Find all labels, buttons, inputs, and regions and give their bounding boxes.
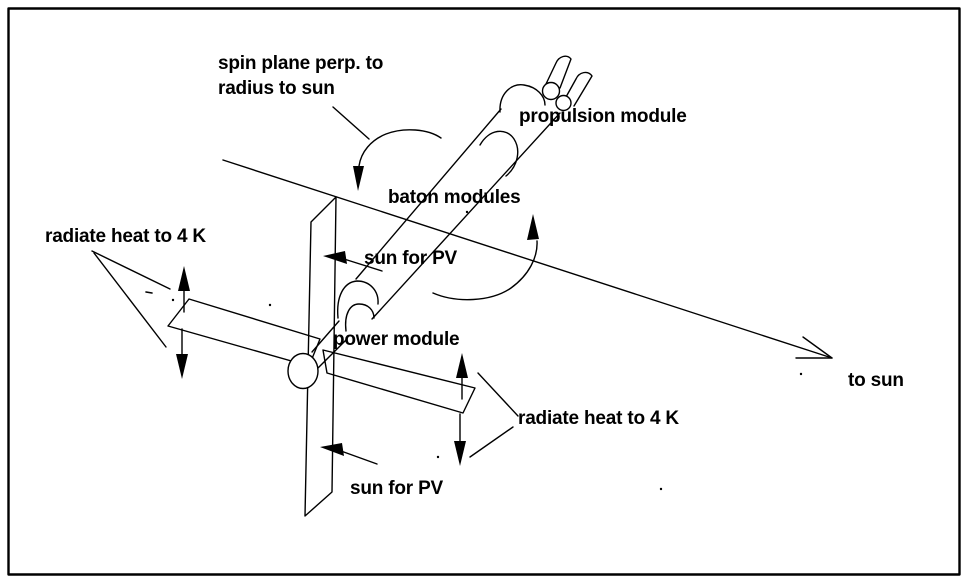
propulsion-module-label: propulsion module <box>519 106 687 127</box>
spin-arrowhead-up <box>527 214 539 240</box>
radiate-right-leader-lines <box>469 372 519 458</box>
sun-for-pv-label-top: sun for PV <box>364 248 458 269</box>
radiate-left-leader-lines <box>91 250 171 348</box>
power-module-label: power module <box>333 329 460 350</box>
propulsion-dome <box>499 84 546 113</box>
heat-arrowhead-up-right <box>456 353 468 378</box>
to-sun-label: to sun <box>848 370 904 391</box>
baton-cylinder <box>337 108 561 332</box>
solar-panel-vertical <box>304 196 337 517</box>
sun-for-pv-arrow-bottom <box>320 443 378 465</box>
spin-label-leader-line <box>332 106 370 140</box>
to-sun-arrowhead <box>795 336 833 359</box>
stray-marks <box>145 210 803 491</box>
heat-arrowhead-up-left <box>178 266 190 291</box>
baton-modules-label: baton modules <box>388 187 521 208</box>
spin-arrowhead-down <box>353 166 364 191</box>
thruster-cone-left <box>545 55 572 89</box>
sun-arrowhead-top <box>323 251 347 264</box>
baton-end-arc-outer <box>337 280 379 319</box>
heat-arrows-right <box>454 353 468 466</box>
module-joint-arc <box>479 130 519 177</box>
heat-arrowhead-down-left <box>176 354 188 379</box>
spin-arrow-top <box>332 106 442 191</box>
radiator-panel-right <box>322 349 476 414</box>
radiate-heat-label-left: radiate heat to 4 K <box>45 226 206 247</box>
baton-end-arc-inner <box>344 303 375 332</box>
radius-to-sun-line <box>222 159 833 359</box>
sun-for-pv-arrow-top <box>323 251 383 272</box>
spin-plane-label-line2: radius to sun <box>218 78 335 99</box>
spin-arrow-right <box>432 214 539 301</box>
hub-ellipse <box>287 352 319 390</box>
spin-plane-label: spin plane perp. to radius to sun <box>218 51 383 101</box>
thruster-gimbal-left <box>541 81 561 101</box>
propulsion-module-drawing <box>499 55 593 113</box>
sun-for-pv-label-bottom: sun for PV <box>350 478 444 499</box>
figure-border <box>7 7 961 576</box>
heat-arrows-left <box>176 266 190 379</box>
power-module-cylinder <box>311 320 348 369</box>
radiate-heat-label-right: radiate heat to 4 K <box>518 408 679 429</box>
thruster-cone-right <box>565 71 593 107</box>
spin-plane-label-line1: spin plane perp. to <box>218 53 384 74</box>
thruster-gimbal-right <box>555 94 572 112</box>
heat-arrowhead-down-right <box>454 441 466 466</box>
sun-arrowhead-bottom <box>320 443 344 456</box>
